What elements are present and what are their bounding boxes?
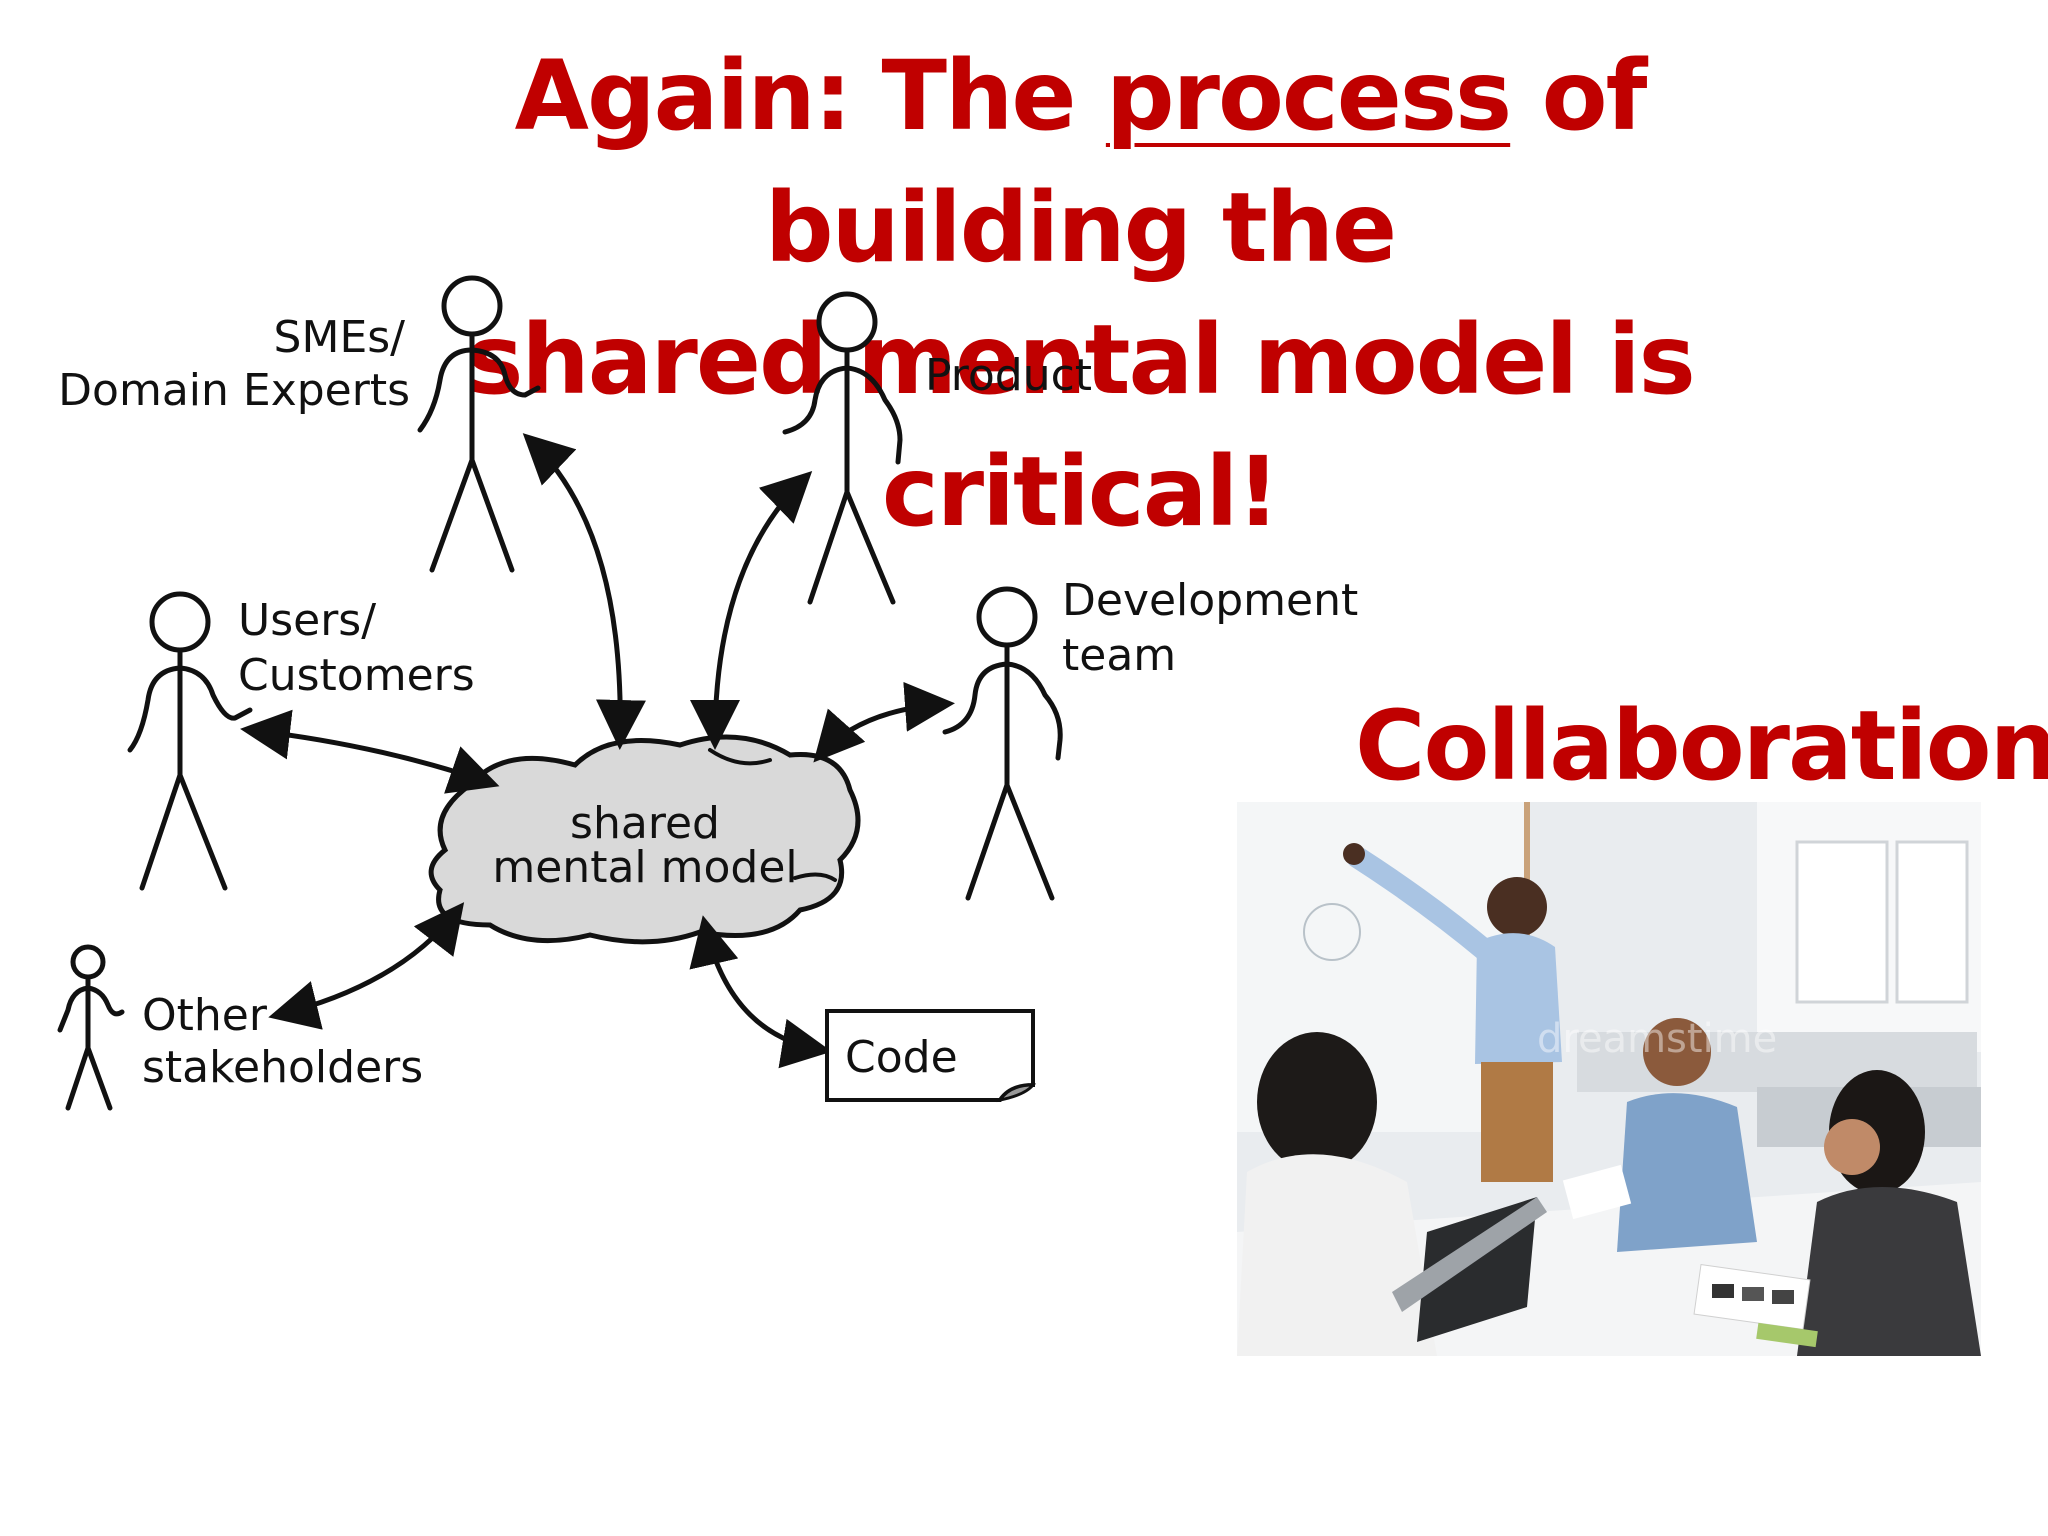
meeting-illustration: dreamstime [1237, 802, 1981, 1356]
cloud-label-2: mental model [492, 842, 797, 893]
cloud-label-1: shared [570, 798, 720, 849]
arrow-code [689, 915, 832, 1069]
title-line-1: Again: The process of building the [514, 40, 1648, 284]
product-label: Product [925, 350, 1092, 401]
arrow-product [690, 471, 813, 750]
title-line-2: shared mental model is critical! [466, 304, 1696, 548]
smes-label-1: SMEs/ [274, 312, 406, 363]
code-label: Code [845, 1032, 958, 1083]
other-label-1: Other [142, 990, 268, 1041]
users-stick-figure [127, 591, 253, 891]
collaboration-heading: Collaboration! [1355, 690, 2048, 802]
smes-stick-figure [417, 275, 541, 573]
dev-label-1: Development [1062, 575, 1358, 626]
users-label-2: Customers [238, 650, 475, 701]
slide-title: Again: The process of building the share… [360, 30, 1800, 558]
arrow-dev [813, 681, 955, 763]
product-stick-figure [782, 291, 903, 605]
code-box [825, 1009, 1037, 1103]
dev-stick-figure [942, 586, 1063, 901]
title-emphasis: process [1105, 40, 1512, 152]
smes-label-2: Domain Experts [58, 365, 410, 416]
shared-mental-model-cloud [428, 734, 861, 945]
other-label-2: stakeholders [142, 1042, 423, 1093]
arrow-users [240, 709, 500, 794]
arrow-other [268, 902, 465, 1030]
dev-label-2: team [1062, 630, 1176, 681]
other-stick-figure [57, 944, 125, 1111]
users-label-1: Users/ [238, 595, 376, 646]
collaboration-photo: dreamstime [1237, 802, 1981, 1356]
photo-watermark: dreamstime [1537, 1016, 1777, 1062]
arrow-smes [522, 433, 646, 750]
